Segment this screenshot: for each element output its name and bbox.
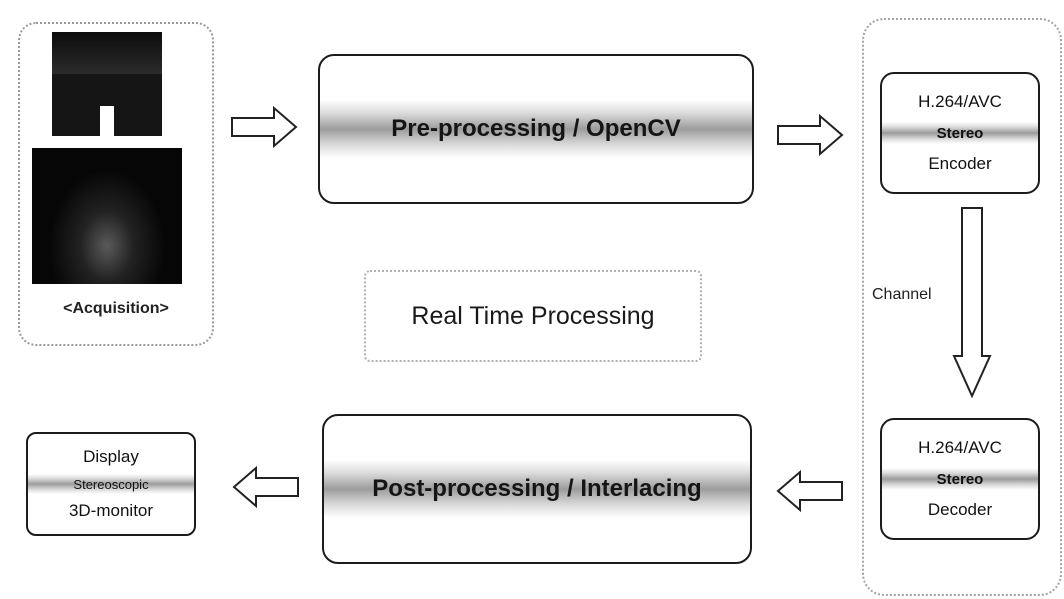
- postprocessing-box: Post-processing / Interlacing: [322, 414, 752, 564]
- decoder-line2: Stereo: [882, 468, 1038, 490]
- display-line2: Stereoscopic: [28, 474, 194, 494]
- acquisition-image-top: [52, 32, 162, 136]
- preprocessing-box: Pre-processing / OpenCV: [318, 54, 754, 204]
- acquisition-label: <Acquisition>: [63, 300, 169, 317]
- codec-frame: [862, 18, 1062, 596]
- channel-label: Channel: [872, 286, 932, 303]
- postprocessing-label: Post-processing / Interlacing: [324, 460, 750, 518]
- arrow-left-icon: [776, 469, 843, 513]
- arrow-right-icon: [231, 105, 298, 149]
- decoder-line1: H.264/AVC: [918, 438, 1002, 457]
- decoder-line3: Decoder: [927, 500, 993, 519]
- realtime-processing-label: Real Time Processing: [364, 270, 702, 362]
- display-line1: Display: [83, 447, 139, 466]
- encoder-line3: Encoder: [928, 154, 992, 173]
- preprocessing-label: Pre-processing / OpenCV: [320, 100, 752, 158]
- acquisition-image-bottom: [32, 148, 182, 284]
- arrow-right-icon: [777, 113, 844, 157]
- encoder-line2: Stereo: [882, 122, 1038, 144]
- acquisition-frame: [18, 22, 214, 346]
- encoder-line1: H.264/AVC: [918, 92, 1002, 111]
- arrow-left-icon: [232, 465, 299, 509]
- encoder-box: H.264/AVC Stereo Encoder: [880, 72, 1040, 194]
- arrow-down-icon: [952, 207, 992, 399]
- display-line3: 3D-monitor: [68, 501, 154, 520]
- display-box: Display Stereoscopic 3D-monitor: [26, 432, 196, 536]
- decoder-box: H.264/AVC Stereo Decoder: [880, 418, 1040, 540]
